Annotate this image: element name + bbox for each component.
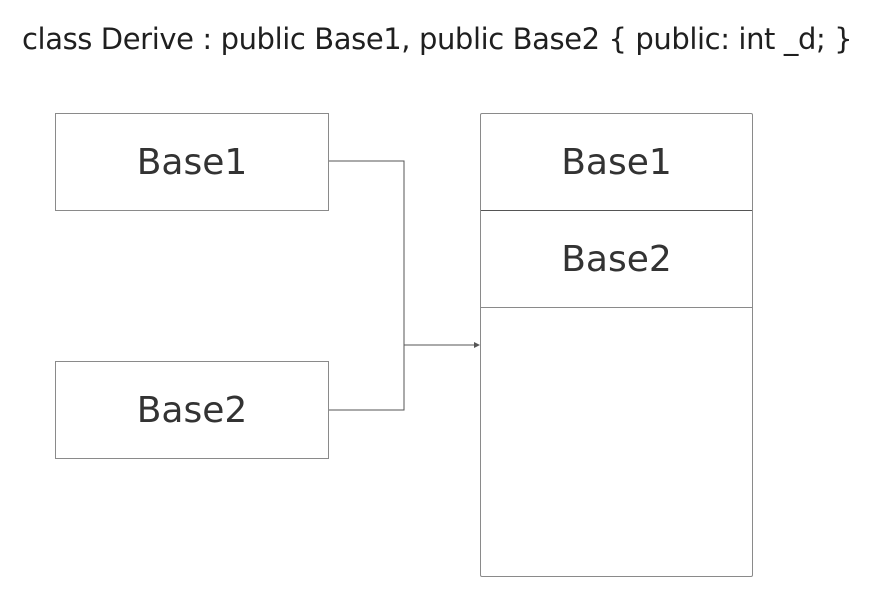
- base1-box: Base1: [55, 113, 329, 211]
- connector-from-base2: [329, 345, 405, 411]
- derive-object-layout: Base1 Base2: [480, 113, 753, 577]
- derive-own-members-segment: [481, 308, 752, 576]
- base2-box: Base2: [55, 361, 329, 459]
- derive-base2-label: Base2: [561, 238, 672, 280]
- base1-box-label: Base1: [136, 141, 248, 183]
- connector-from-base1: [329, 160, 405, 345]
- derive-base1-label: Base1: [561, 141, 672, 183]
- derive-base1-segment: Base1: [481, 114, 752, 211]
- class-declaration: class Derive : public Base1, public Base…: [22, 22, 853, 56]
- derive-base2-segment: Base2: [481, 211, 752, 308]
- base2-box-label: Base2: [136, 389, 248, 431]
